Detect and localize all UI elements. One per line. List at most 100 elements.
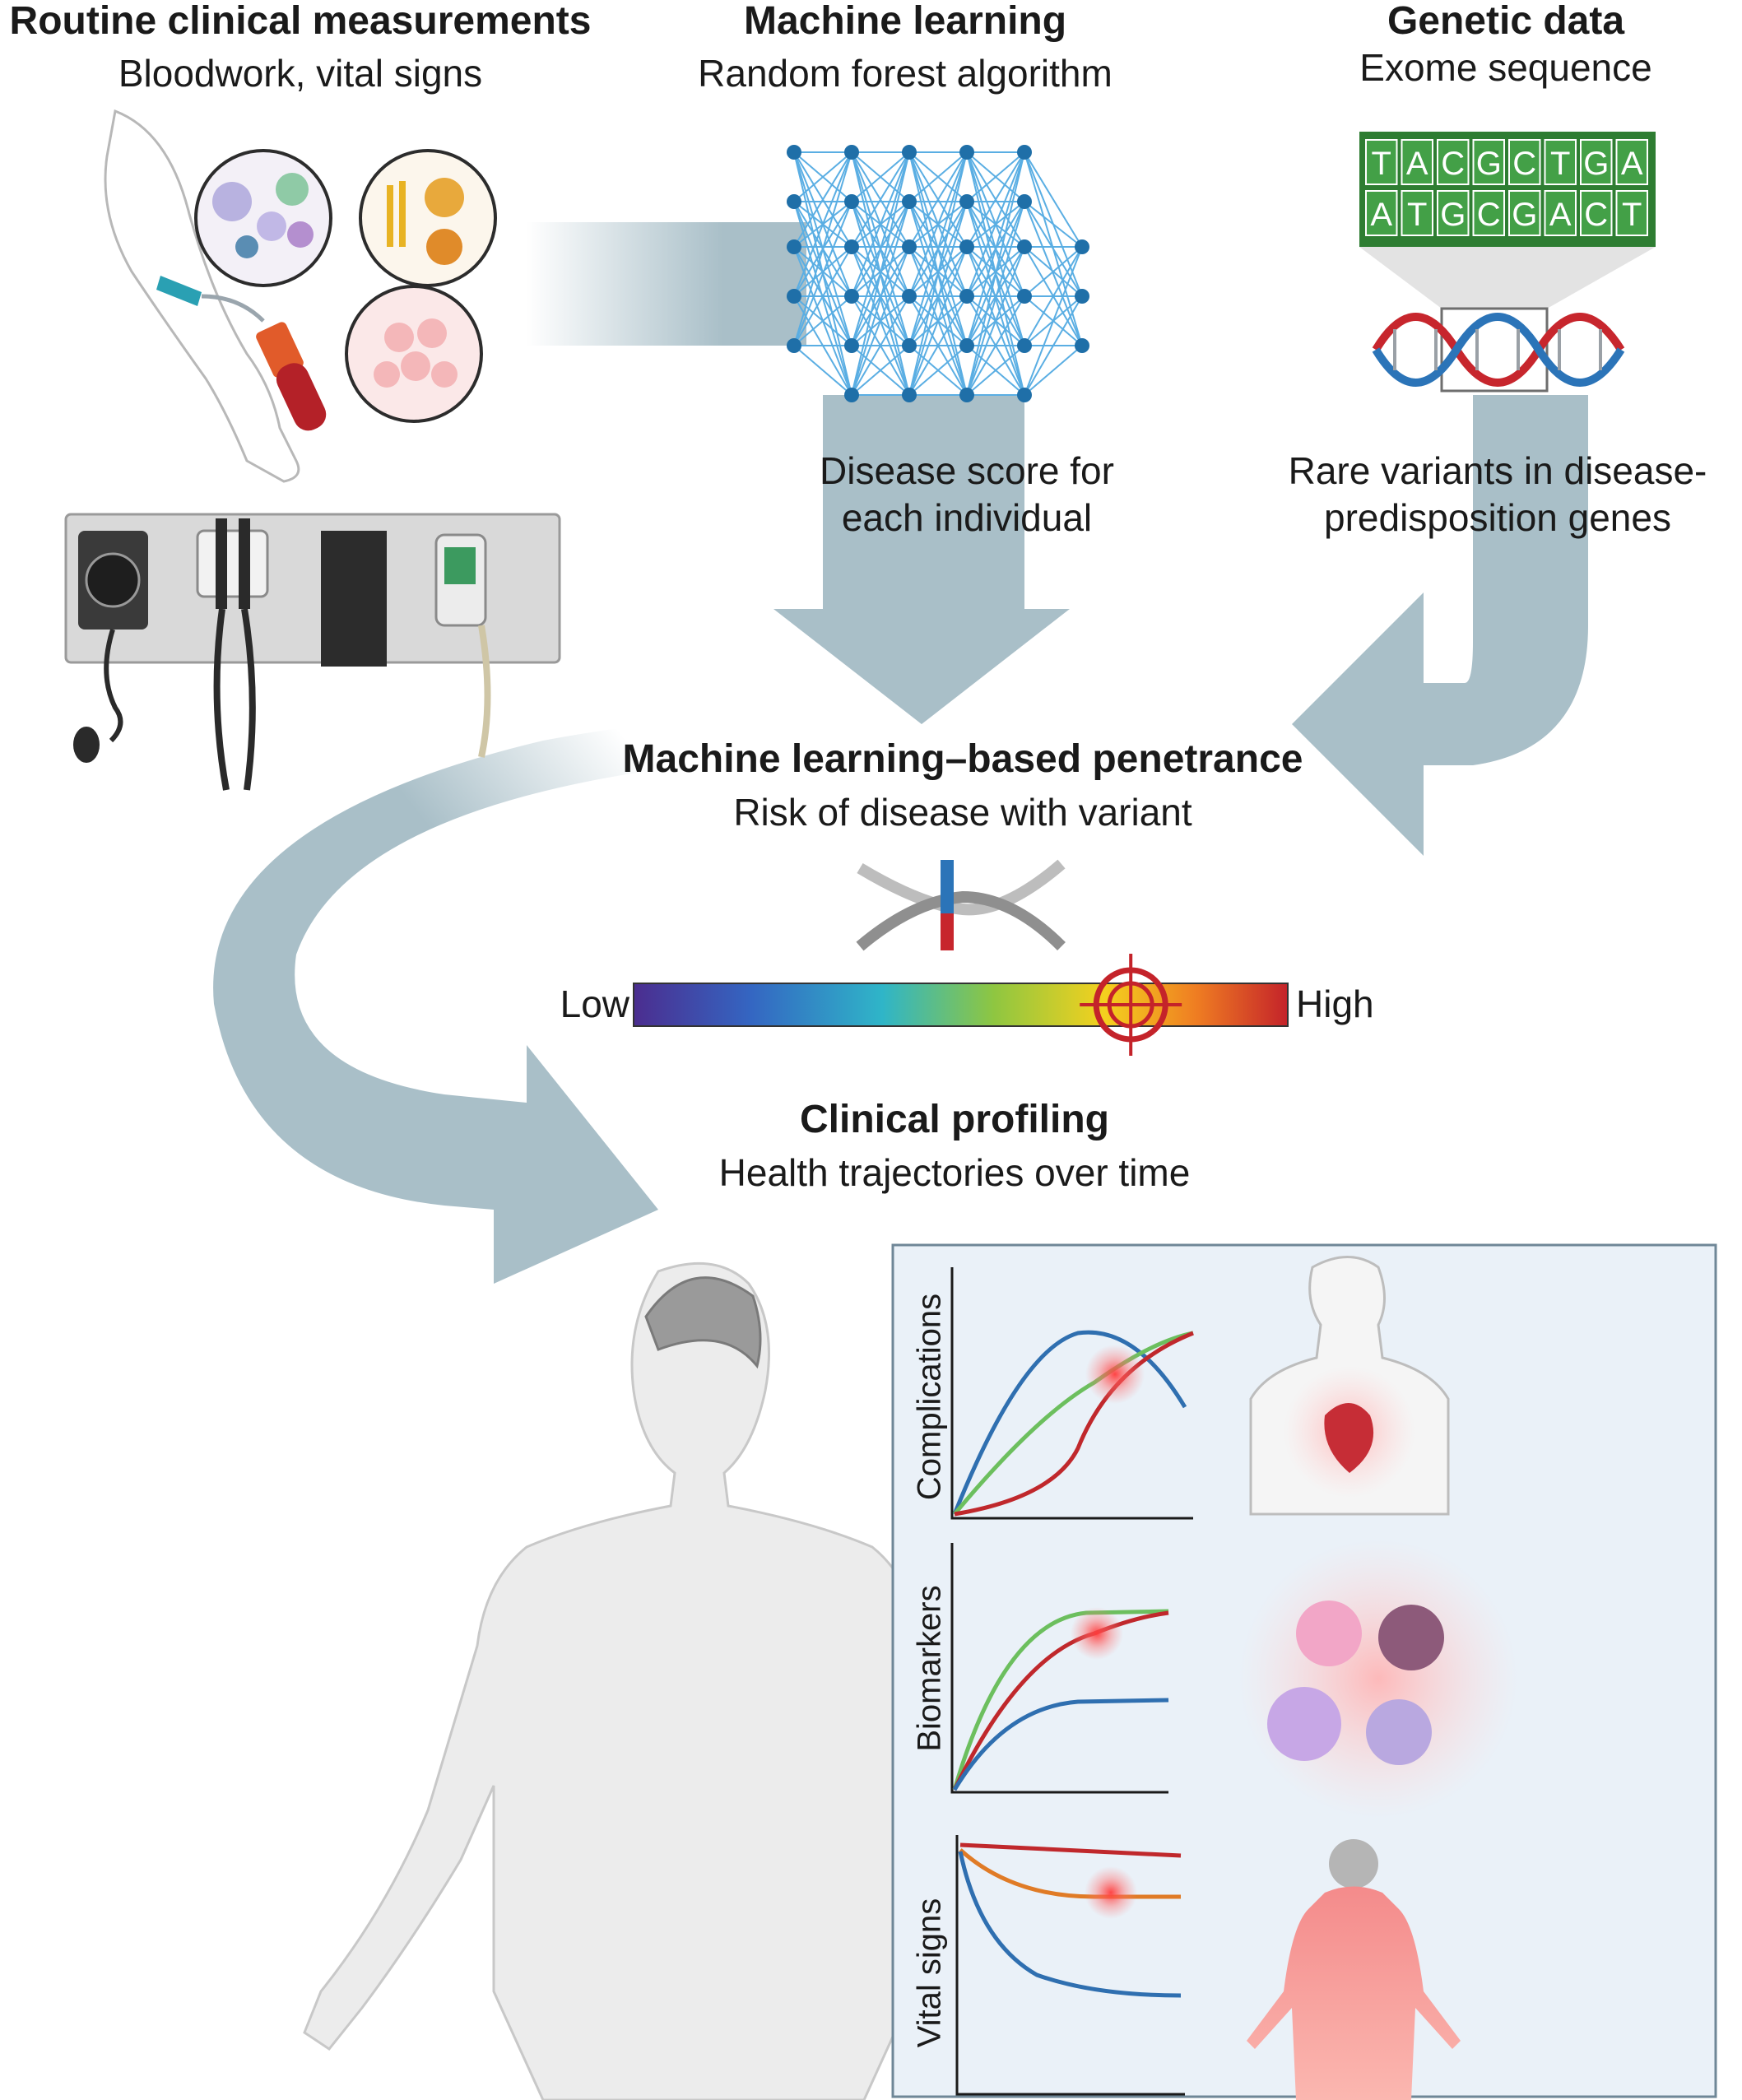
nn-link [851,151,910,297]
arm-icon [104,109,327,483]
nn-node [902,194,917,209]
sequence-cell [1365,190,1398,236]
nn-link [966,151,1025,248]
sequence-base: A [1621,146,1643,182]
nn-node [1017,289,1032,304]
nn-node [844,289,859,304]
arrow-genetic-to-penetrance [1292,395,1588,856]
sequence-cell [1401,190,1433,236]
sequence-base: C [1477,197,1501,233]
risk-target-icon [1080,954,1182,1056]
nn-node [1075,289,1089,304]
arrow-penetrance-to-profiling [213,724,658,1284]
sequence-base: T [1550,146,1570,182]
blood-cells-icon [194,149,497,423]
neural-network-icon [787,145,1089,402]
arrow-ml-to-penetrance [773,395,1070,724]
nn-link [1024,246,1083,396]
nn-link [851,201,910,396]
nn-link [851,151,910,346]
biomarkers-axis-label: Biomarkers [911,1585,948,1752]
nn-link [966,151,1025,346]
nn-link [1024,246,1083,346]
nn-link [851,151,910,396]
sequence-cell [1544,190,1577,236]
sequence-base: A [1370,197,1392,233]
sequence-base: G [1440,197,1466,233]
routine-subtitle: Bloodwork, vital signs [118,52,483,95]
nn-link [966,201,1025,396]
nn-link [793,345,852,396]
nn-link [908,151,968,297]
nn-link [793,201,852,396]
nn-node [902,338,917,353]
nn-node [844,338,859,353]
ml-title: Machine learning [743,0,1067,43]
nn-node [1075,338,1089,353]
nn-link [966,295,1025,396]
nn-link [966,151,1025,297]
nn-node [787,145,801,160]
nn-link [793,151,852,248]
nn-link [793,151,852,202]
sequence-cell [1615,139,1648,185]
nn-node [844,194,859,209]
nn-link [851,151,910,248]
zoom-funnel [1359,247,1656,393]
nn-node [1017,239,1032,254]
genetic-subtitle: Exome sequence [1359,46,1652,89]
scale-high-label: High [1296,983,1374,1025]
nn-link [1024,201,1083,297]
sequence-cell [1437,139,1470,185]
nn-link [966,345,1025,396]
nn-link [851,345,910,396]
penetrance-title: Machine learning–based penetrance [622,737,1303,781]
nn-node [959,289,974,304]
dna-helix-icon [1372,313,1625,387]
nn-link [793,295,852,346]
vital-signs-axis-label: Vital signs [911,1898,948,2048]
penetrance-subtitle: Risk of disease with variant [733,791,1192,834]
nn-link [851,246,910,396]
ml-subtitle: Random forest algorithm [698,52,1113,95]
complications-axis-label: Complications [911,1293,948,1501]
sequence-base: C [1441,146,1465,182]
nn-link [908,151,968,346]
profiling-subtitle: Health trajectories over time [718,1151,1191,1194]
nn-node [1075,239,1089,254]
risk-scale [633,983,1289,1027]
nn-link [966,246,1025,396]
nn-link [908,151,968,202]
nn-link [1024,246,1083,297]
genetic-title: Genetic data [1387,0,1625,43]
sequence-cell [1508,190,1541,236]
nn-node [1017,338,1032,353]
nn-link [908,201,968,396]
nn-link [908,151,968,396]
nn-node [959,239,974,254]
nn-link [793,151,852,297]
sequence-cell [1437,190,1470,236]
sequence-base: G [1476,146,1502,182]
nn-node [787,289,801,304]
nn-node [959,388,974,402]
sequence-base: G [1583,146,1609,182]
sequence-cell [1544,139,1577,185]
sequence-base: T [1407,197,1427,233]
ml-output-line2: each individual [841,496,1093,539]
biomarkers-plot [950,1543,1169,1794]
nn-node [902,388,917,402]
sequence-cell [1615,190,1648,236]
genetic-output-line2: predisposition genes [1324,496,1671,539]
variant-dna-icon [856,859,1066,951]
sequence-base: T [1372,146,1391,182]
sequence-cell [1508,139,1541,185]
nn-node [1017,194,1032,209]
nn-link [908,246,968,396]
nn-link [908,151,968,248]
profiling-title: Clinical profiling [799,1098,1109,1141]
sequence-cell [1580,190,1613,236]
nn-link [851,295,910,396]
nn-node [844,145,859,160]
